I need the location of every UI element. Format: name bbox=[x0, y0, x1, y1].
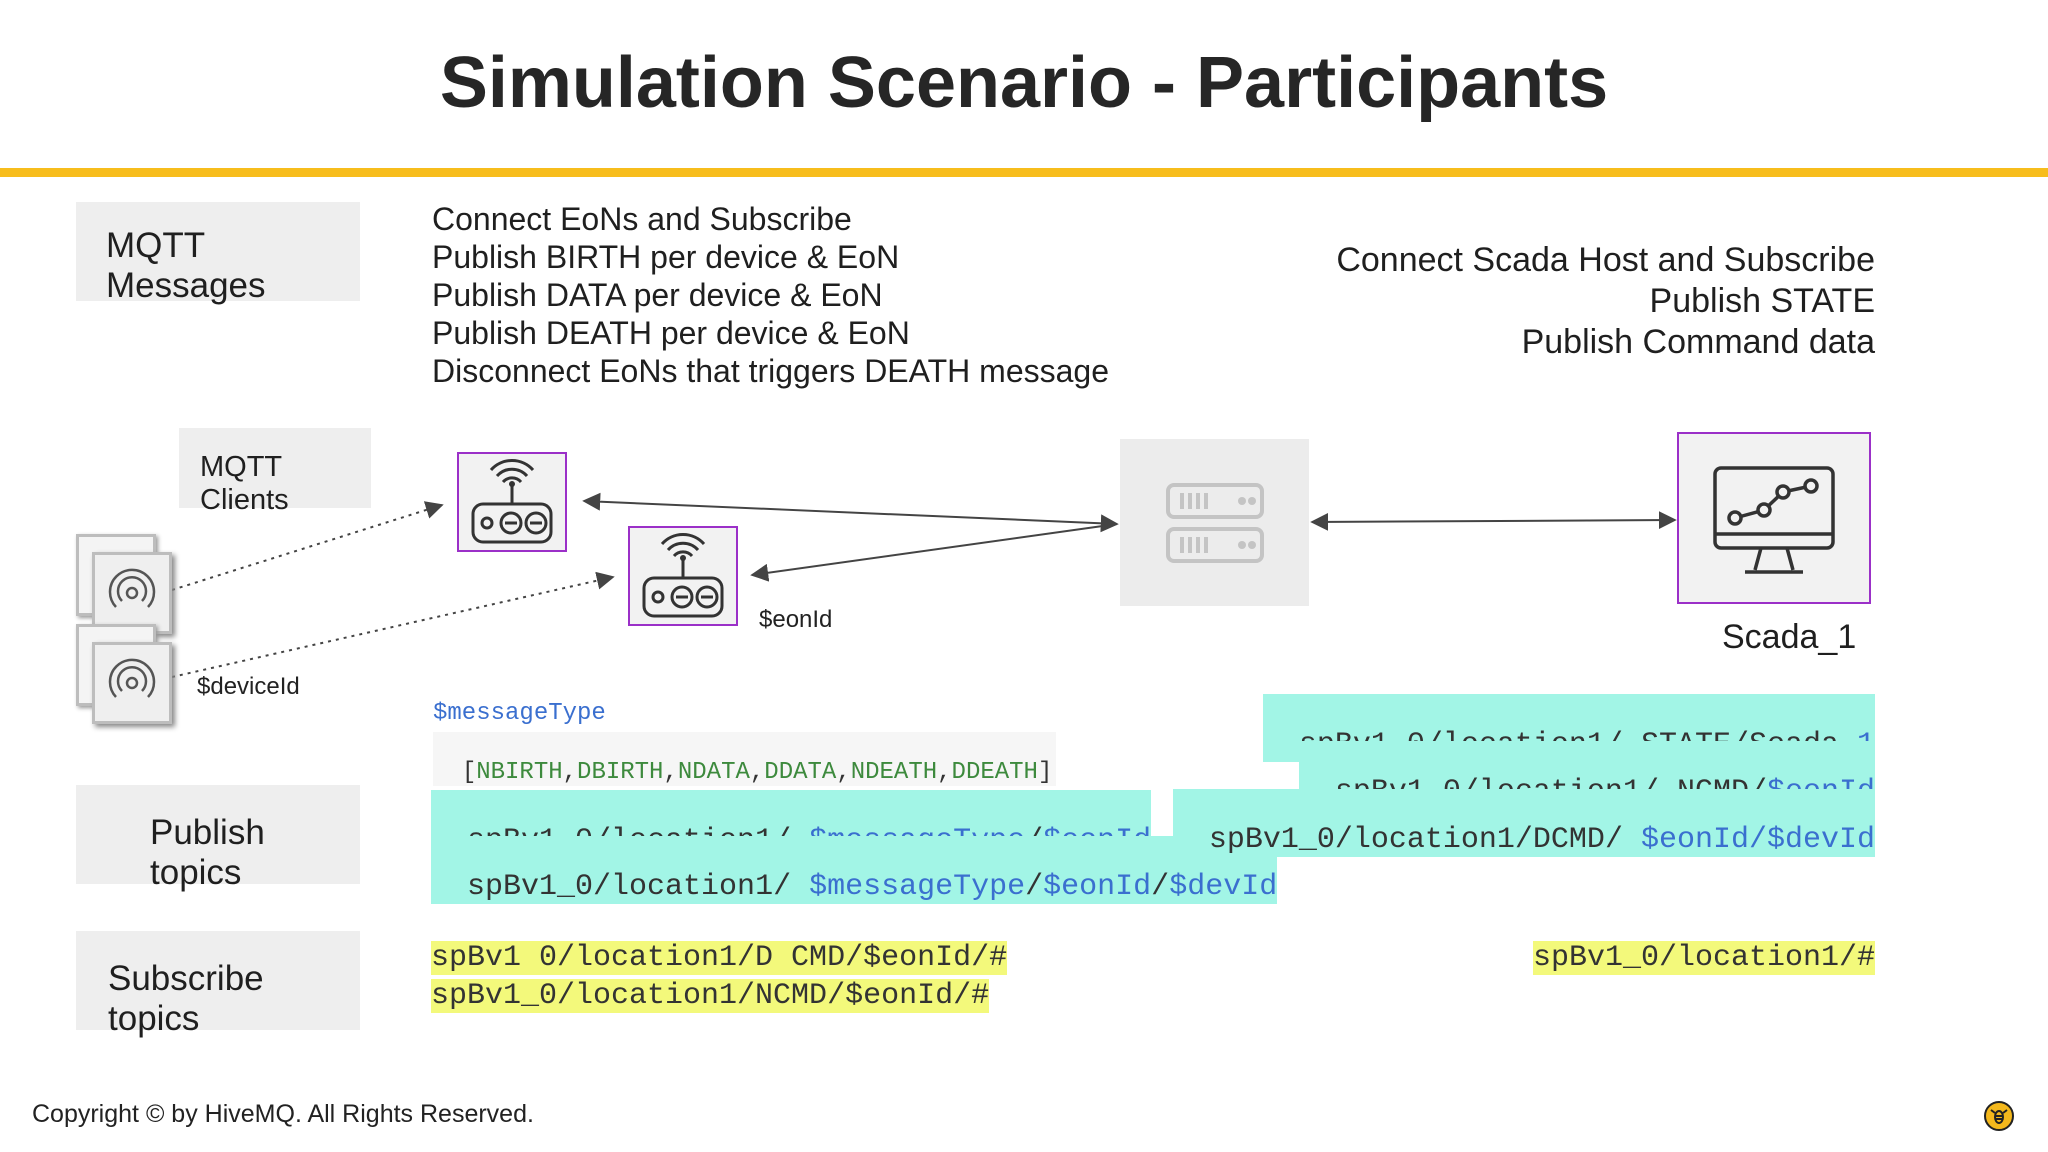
mqtt-clients-box: MQTT Clients bbox=[179, 428, 371, 516]
topic-sep: / bbox=[1151, 870, 1170, 904]
subscribe-topics-label: Subscribe topics bbox=[108, 959, 264, 1038]
message-type-bracket-close: ] bbox=[1037, 759, 1053, 786]
message-type-item: DBIRTH bbox=[577, 759, 664, 786]
mqtt-messages-box: MQTT Messages bbox=[76, 202, 360, 305]
eon-message-item: Publish DEATH per device & EoN bbox=[432, 315, 910, 351]
eon-message-item: Disconnect EoNs that triggers DEATH mess… bbox=[432, 353, 1109, 389]
message-type-sep: , bbox=[562, 759, 578, 786]
eon2-broker-link bbox=[750, 523, 1118, 582]
message-type-sep: , bbox=[937, 759, 952, 786]
eon-node-2 bbox=[628, 526, 738, 626]
message-type-item: DDEATH bbox=[951, 759, 1038, 786]
topic-var: $eonId/$devId bbox=[1640, 823, 1875, 857]
broker-node bbox=[1120, 439, 1309, 606]
eon-id-label: $eonId bbox=[759, 606, 833, 633]
message-type-sep: , bbox=[836, 759, 851, 786]
publish-topic-2: spBv1_0/location1/ $messageType/$eonId/$… bbox=[431, 836, 1278, 904]
eon-node-1 bbox=[457, 452, 567, 552]
router-icon bbox=[642, 533, 724, 618]
publish-topics-box: Publish topics bbox=[76, 785, 360, 892]
eon-message-item: Publish DATA per device & EoN bbox=[432, 277, 883, 313]
scada-message-item: Publish STATE bbox=[1649, 282, 1875, 320]
subscribe-topics-box: Subscribe topics bbox=[76, 931, 360, 1038]
topic-var: $devId bbox=[1169, 870, 1278, 904]
mqtt-clients-label: MQTT Clients bbox=[200, 451, 289, 516]
message-type-bracket-open: [ bbox=[461, 759, 477, 786]
message-type-sep: , bbox=[663, 759, 678, 786]
server-icon bbox=[1166, 483, 1264, 563]
scada-message-list: Connect Scada Host and Subscribe Publish… bbox=[1336, 240, 1875, 363]
broker-scada-link bbox=[1310, 511, 1677, 531]
scada-node bbox=[1677, 432, 1871, 604]
message-type-item: DDATA bbox=[764, 759, 837, 786]
copyright-text: Copyright © by HiveMQ. All Rights Reserv… bbox=[32, 1100, 534, 1128]
topic-var: $eonId bbox=[1043, 870, 1152, 904]
topic-sep: / bbox=[1025, 870, 1044, 904]
topic-prefix: spBv1_0/location1/DCMD/ bbox=[1208, 823, 1641, 857]
sensor-icon bbox=[92, 642, 172, 724]
message-type-item: NDEATH bbox=[850, 759, 938, 786]
device-stack-bottom bbox=[76, 624, 176, 734]
subscribe-topic-eon-2: spBv1_0/location1/NCMD/$eonId/# bbox=[431, 979, 990, 1013]
mqtt-messages-label: MQTT Messages bbox=[106, 226, 266, 305]
eon-message-item: Connect EoNs and Subscribe bbox=[432, 201, 852, 237]
router-icon bbox=[471, 459, 553, 544]
topic-prefix: spBv1_0/location1/ bbox=[467, 870, 810, 904]
sensor-icon bbox=[92, 552, 172, 634]
scada-message-item: Connect Scada Host and Subscribe bbox=[1336, 241, 1875, 279]
publish-topics-label: Publish topics bbox=[150, 813, 265, 892]
message-type-sep: , bbox=[749, 759, 765, 786]
page-title: Simulation Scenario - Participants bbox=[439, 43, 1609, 123]
eon-message-list: Connect EoNs and Subscribe Publish BIRTH… bbox=[432, 200, 1109, 390]
monitor-chart-icon bbox=[1713, 466, 1835, 574]
device-id-label: $deviceId bbox=[197, 673, 300, 700]
scada-topic-dcmd: spBv1_0/location1/DCMD/ $eonId/$devId bbox=[1172, 789, 1875, 857]
message-type-var: $messageType bbox=[433, 700, 606, 727]
eon-message-item: Publish BIRTH per device & EoN bbox=[432, 239, 900, 275]
subscribe-topic-scada: spBv1_0/location1/# bbox=[1532, 941, 1875, 975]
device-stack-top bbox=[76, 534, 176, 644]
scada-id-label: Scada_1 bbox=[1722, 618, 1857, 656]
eon1-broker-link bbox=[582, 492, 1119, 533]
sensor-to-eon1-link bbox=[171, 501, 444, 591]
scada-message-item: Publish Command data bbox=[1521, 323, 1875, 361]
title-divider bbox=[0, 168, 2048, 177]
message-type-list: [NBIRTH,DBIRTH,NDATA,DDATA,NDEATH,DDEATH… bbox=[433, 732, 1057, 786]
sensor-to-eon2-link bbox=[171, 571, 615, 678]
message-type-item: NBIRTH bbox=[476, 759, 563, 786]
subscribe-topic-eon-1: spBv1 0/location1/D CMD/$eonId/# bbox=[431, 941, 1008, 975]
hivemq-bee-icon bbox=[1984, 1101, 2014, 1131]
topic-var: $messageType bbox=[809, 870, 1026, 904]
message-type-item: NDATA bbox=[677, 759, 750, 786]
